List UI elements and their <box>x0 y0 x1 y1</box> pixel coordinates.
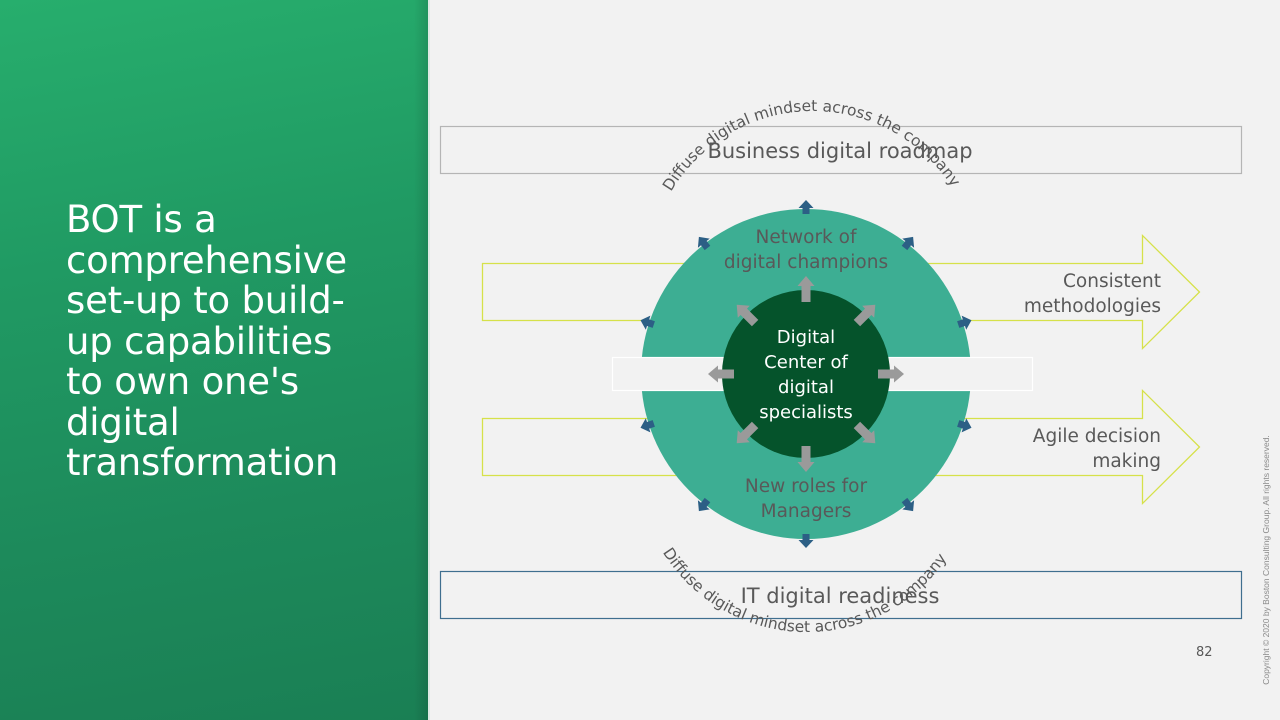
business-roadmap-bar: Business digital roadmap <box>439 125 1243 175</box>
arrow-bottom-label-line1: Agile decision <box>1033 426 1161 447</box>
arrow-bottom-label-line2: making <box>1092 451 1161 472</box>
headline-line: BOT is a <box>66 198 217 241</box>
headline-line: set-up to build- <box>66 279 345 322</box>
outward-arrow-icon <box>697 497 711 512</box>
core-label-line3: digital <box>778 377 834 398</box>
arrow-consistent-methodologies <box>481 233 1201 351</box>
outer-ring-bottom-label-line1: New roles for <box>745 476 868 497</box>
inner-arrow-icon <box>797 446 815 472</box>
title-panel <box>0 0 428 720</box>
slide-headline: BOT is a comprehensive set-up to build- … <box>66 198 386 484</box>
headline-line: transformation <box>66 441 339 484</box>
arrow-agile-decision-making <box>481 388 1201 506</box>
inner-arrow-icon <box>797 276 815 302</box>
outer-arrows <box>640 200 972 548</box>
it-readiness-bar: IT digital readiness <box>439 570 1243 620</box>
outward-arrow-icon <box>957 418 972 433</box>
outward-arrow-icon <box>957 315 972 330</box>
inner-arrows <box>708 276 904 472</box>
inner-arrow-icon <box>878 365 904 383</box>
arrow-top-label-line1: Consistent <box>1063 271 1161 292</box>
outward-arrow-icon <box>901 497 915 512</box>
top-bar-label: Business digital roadmap <box>707 139 972 163</box>
inner-arrow-icon <box>708 365 734 383</box>
core-label-line2: Center of <box>764 352 848 373</box>
core-label-line4: specialists <box>759 402 853 423</box>
outer-ring-top-label-line1: Network of <box>756 227 857 248</box>
outward-arrow-icon <box>640 418 655 433</box>
bottom-bar-box <box>439 570 1243 620</box>
headline-line: digital <box>66 400 180 444</box>
outward-arrow-icon <box>640 315 655 330</box>
headline-line: to own one's <box>66 360 299 403</box>
page-number: 82 <box>1196 645 1213 660</box>
copyright-notice: Copyright © 2020 by Boston Consulting Gr… <box>1261 435 1271 685</box>
outer-ring-bottom-label-line2: Managers <box>761 501 852 522</box>
outward-arrow-icon <box>798 200 814 214</box>
outward-arrow-icon <box>697 236 711 251</box>
inner-arrow-icon <box>736 304 759 327</box>
inner-arrow-icon <box>736 421 759 444</box>
core-circle <box>722 290 890 458</box>
top-bar-box <box>439 125 1243 175</box>
outward-arrow-icon <box>798 534 814 548</box>
core-label-line1: Digital <box>777 327 835 348</box>
inner-arrow-icon <box>853 421 876 444</box>
headline-line: up capabilities <box>66 319 333 363</box>
arrow-top-label-line2: methodologies <box>1024 296 1161 317</box>
bottom-bar-label: IT digital readiness <box>741 584 940 608</box>
panel-divider <box>428 0 430 720</box>
inner-arrow-icon <box>853 304 876 327</box>
outer-ring-top-label-line2: digital champions <box>724 252 888 273</box>
headline-line: comprehensive <box>66 238 347 282</box>
outward-arrow-icon <box>901 236 915 251</box>
